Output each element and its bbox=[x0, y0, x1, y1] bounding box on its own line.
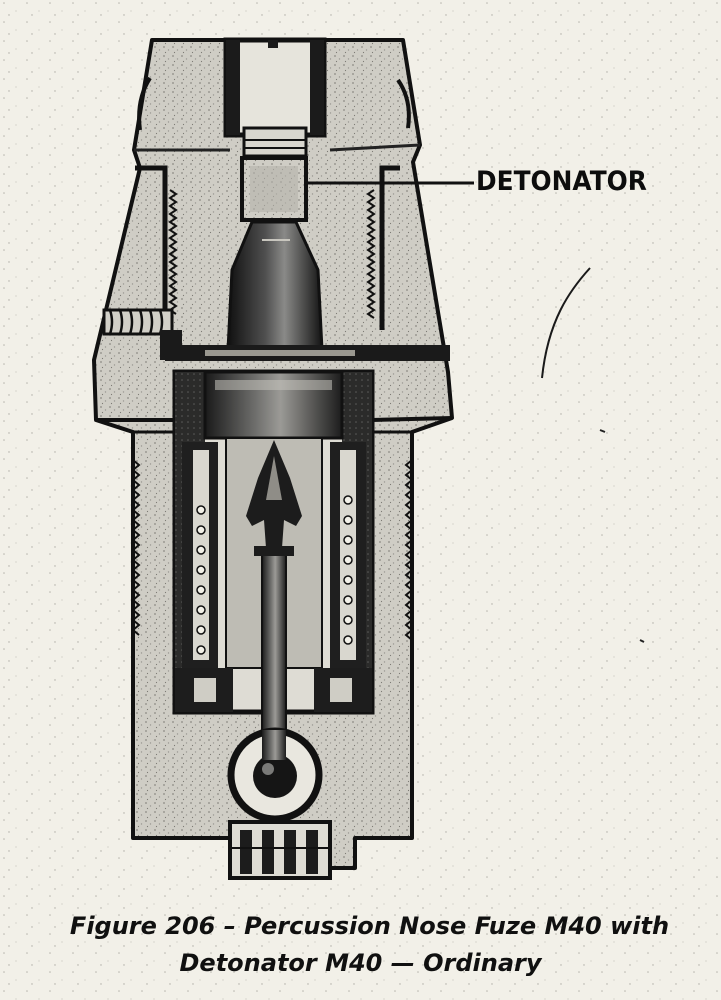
figure-caption-line-1: Figure 206 – Percussion Nose Fuze M40 wi… bbox=[69, 912, 670, 940]
ogive-step bbox=[135, 165, 400, 330]
head-bore-right-wall bbox=[310, 40, 324, 135]
right-spring-coils bbox=[343, 495, 353, 645]
stem-collar bbox=[254, 546, 294, 556]
ogive-joint-line bbox=[134, 143, 421, 152]
left-spring-coils bbox=[196, 505, 206, 655]
head-bore-left-wall bbox=[226, 40, 240, 135]
head-side-bump-left bbox=[137, 76, 152, 131]
figure-caption-line-2: Detonator M40 — Ordinary bbox=[179, 949, 542, 977]
firing-pin-holder bbox=[242, 126, 308, 158]
ogive-thread-right bbox=[366, 189, 376, 319]
firing-pin-stem bbox=[261, 547, 287, 739]
body-thread-right bbox=[404, 459, 414, 641]
mid-plate-left-block bbox=[160, 330, 182, 360]
head-notch bbox=[268, 40, 278, 48]
detonator-label: DETONATOR bbox=[476, 166, 647, 197]
page-scratch bbox=[541, 267, 591, 379]
set-screw-spring bbox=[108, 309, 164, 335]
ogive-thread-left bbox=[168, 189, 178, 315]
shoulder-line bbox=[96, 416, 453, 422]
body-thread-left bbox=[131, 459, 141, 636]
lower-ball bbox=[253, 754, 297, 798]
head-side-bump-right bbox=[396, 78, 411, 129]
ball-channel bbox=[262, 730, 286, 760]
head-bore bbox=[223, 37, 327, 138]
